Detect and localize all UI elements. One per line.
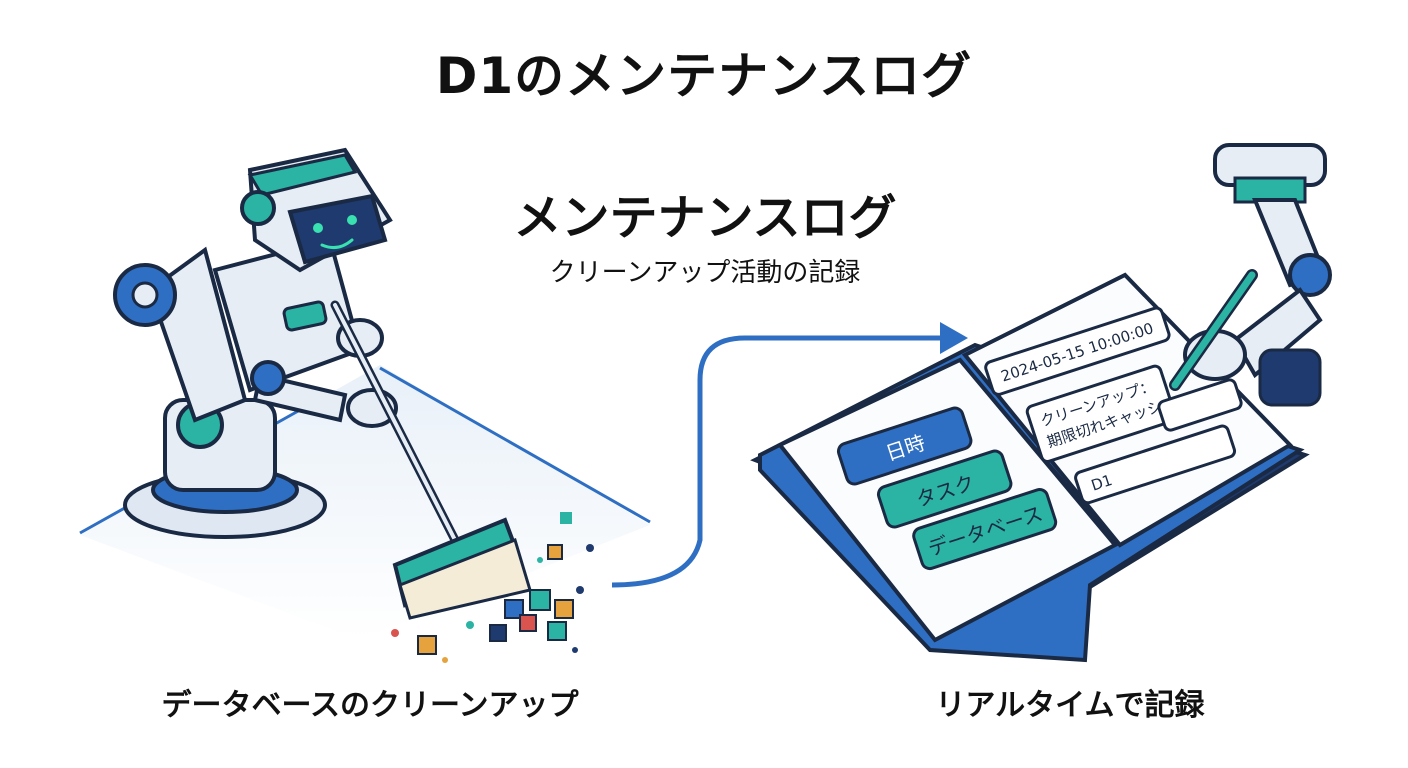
caption-database-cleanup: データベースのクリーンアップ: [161, 688, 579, 723]
debris-pile: [391, 512, 594, 663]
robot-smile: [320, 238, 354, 250]
maintenance-log-subheading: クリーンアップ活動の記録: [549, 258, 861, 288]
robot-ear: [240, 190, 276, 226]
tab-datetime: 日時: [836, 406, 973, 486]
entry-database: D1: [1074, 424, 1237, 505]
writer-arm-lower: [1232, 287, 1323, 379]
robot-chest-panel: [282, 300, 328, 332]
robot-head-stripe: [247, 153, 358, 197]
notebook-illustration: 日時 タスク データベース 2024-05-15 10:00:00 クリーンアッ…: [750, 143, 1332, 663]
tab-task: タスク: [876, 449, 1013, 529]
robot-face-screen: [287, 193, 388, 265]
robot-eye-right: [347, 215, 357, 225]
robot-elbow-joint: [250, 360, 286, 396]
page-title: D1のメンテナンスログ: [435, 47, 973, 105]
cleaning-robot-illustration: [79, 147, 651, 663]
floor-line-right: [379, 366, 651, 524]
entry-task-overflow-box: [1157, 378, 1243, 432]
robot-eye-left: [313, 223, 323, 233]
entry-database-value: D1: [1089, 471, 1115, 495]
writer-arm-joint: [1288, 253, 1332, 297]
maintenance-log-heading: メンテナンスログ: [513, 190, 897, 246]
writer-arm-cuff: [1258, 348, 1322, 407]
caption-realtime-log: リアルタイムで記録: [935, 688, 1205, 723]
flow-arrow: [611, 335, 940, 588]
flow-arrow-head: [940, 322, 968, 354]
